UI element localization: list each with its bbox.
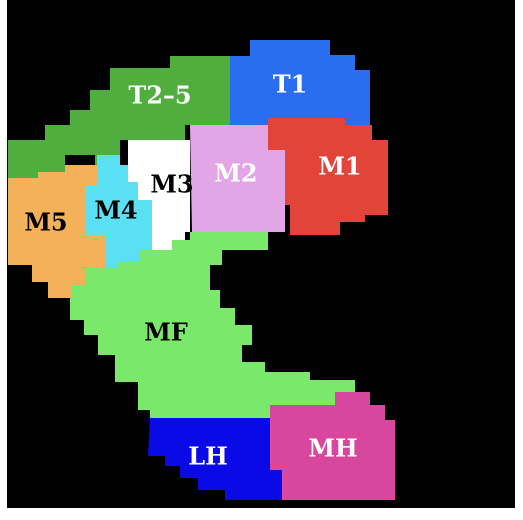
region-mf-shape [70,232,355,418]
region-mh-shape [270,392,395,500]
region-mf: MF [70,232,355,418]
region-label-m5: M5 [24,208,67,237]
region-m3: M3 [128,140,194,250]
region-mh: MH [270,392,395,500]
region-m4: M4 [86,155,152,278]
region-label-m3: M3 [150,170,193,199]
region-label-m2: M2 [214,159,257,188]
region-m2: M2 [190,125,285,232]
region-m4-shape [86,155,152,278]
region-m3-shape [128,140,190,250]
region-t2-5-shape [8,56,230,178]
region-m1-shape [268,118,388,235]
region-t2-5: T2–5 [8,56,230,178]
region-label-m1: M1 [318,152,361,181]
region-label-t1: T1 [273,70,308,99]
region-lh-shape [148,418,282,500]
region-label-m4: M4 [94,196,137,225]
region-m5: M5 [8,165,105,298]
region-t1-shape [230,40,370,125]
region-label-mh: MH [308,434,357,463]
region-label-mf: MF [144,318,188,347]
region-m1: M1 [268,118,388,235]
region-label-t2-5: T2–5 [128,81,191,110]
region-m2-shape [190,125,285,232]
region-lh: LH [148,418,282,500]
region-m5-shape [8,165,105,298]
region-t1: T1 [230,40,370,125]
region-label-lh: LH [188,442,228,471]
